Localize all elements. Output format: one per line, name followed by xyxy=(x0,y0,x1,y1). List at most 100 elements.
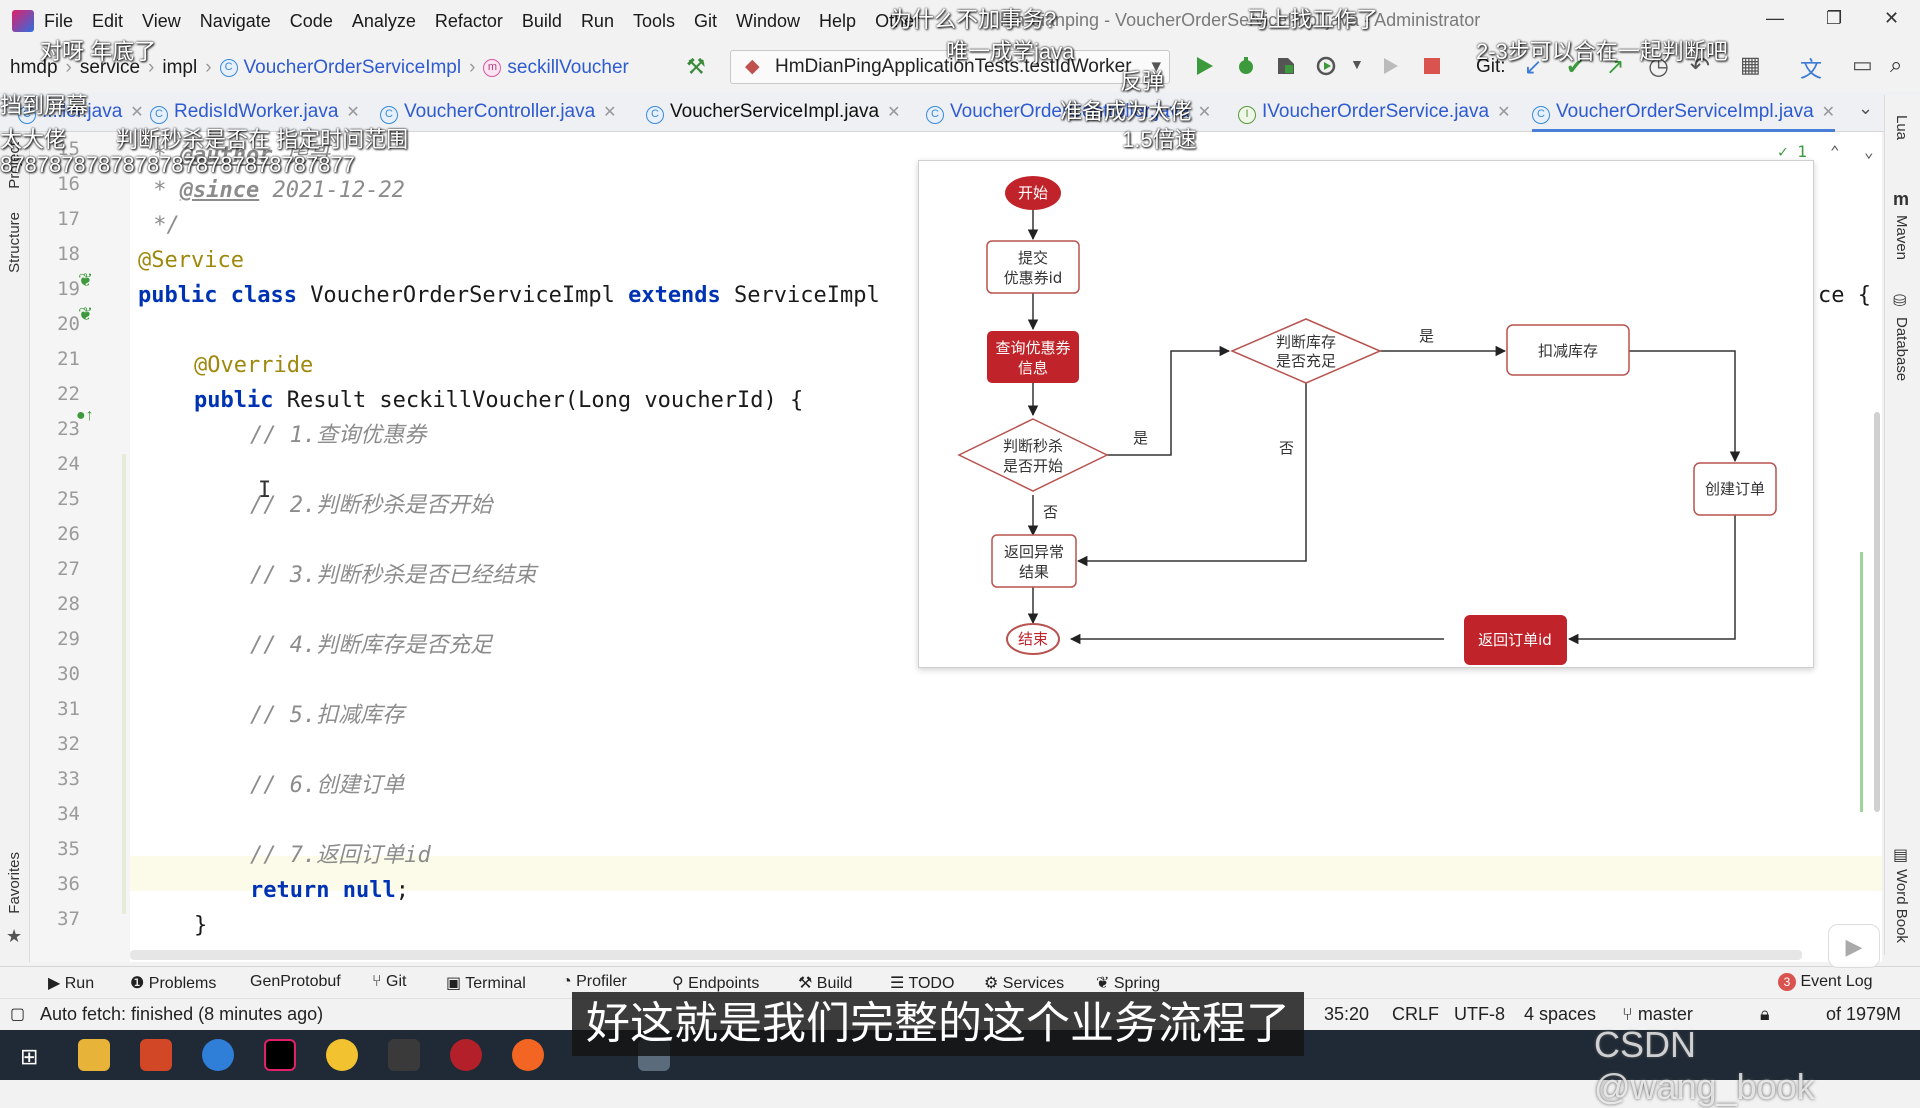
redis-client-icon[interactable] xyxy=(450,1039,482,1071)
minimize-icon[interactable]: — xyxy=(1766,8,1784,28)
run-config-selector[interactable]: ◆ HmDianPingApplicationTests.testIdWorke… xyxy=(730,50,1170,84)
panel-lua[interactable]: Lua xyxy=(1893,115,1910,141)
spring-bean-icon[interactable]: ❦ xyxy=(78,304,94,324)
menu-refactor[interactable]: Refactor xyxy=(434,10,503,31)
menu-view[interactable]: View xyxy=(142,10,181,31)
rerun-icon[interactable] xyxy=(1378,54,1402,78)
close-icon[interactable]: ✕ xyxy=(130,104,144,121)
powerpoint-icon[interactable] xyxy=(140,1039,172,1071)
panel-structure[interactable]: Structure xyxy=(6,212,23,273)
menu-analyze[interactable]: Analyze xyxy=(351,10,416,31)
restore-icon[interactable]: ❐ xyxy=(1826,8,1843,28)
tab-controller[interactable]: C...ller.java✕ xyxy=(18,92,144,132)
menu-file[interactable]: File xyxy=(44,10,74,31)
tool-todo[interactable]: ☰ TODO xyxy=(890,975,955,992)
tool-event-log[interactable]: 3 Event Log xyxy=(1778,973,1873,991)
vertical-scrollbar[interactable] xyxy=(1874,412,1880,812)
menu-build[interactable]: Build xyxy=(521,10,562,31)
caret-position[interactable]: 35:20 xyxy=(1324,1004,1370,1024)
windows-start-icon[interactable]: ⊞ xyxy=(20,1044,39,1069)
breadcrumb-hmdp[interactable]: hmdp xyxy=(10,57,58,78)
implements-method-icon[interactable]: ●↑ xyxy=(76,407,94,424)
profile-icon[interactable] xyxy=(1314,54,1338,78)
git-update-icon[interactable]: ↙ xyxy=(1524,54,1543,79)
translate-icon[interactable]: 文 xyxy=(1800,57,1823,82)
close-icon[interactable]: ✕ xyxy=(603,104,617,121)
file-explorer-icon[interactable] xyxy=(78,1039,110,1071)
intellij-taskbar-icon[interactable] xyxy=(264,1039,296,1071)
inspection-widget[interactable]: ✓ 1 xyxy=(1778,142,1807,161)
git-branch[interactable]: ⑂ master xyxy=(1622,1004,1693,1024)
panel-database[interactable]: Database xyxy=(1893,317,1910,382)
close-window-icon[interactable]: ✕ xyxy=(1884,8,1900,28)
menu-window[interactable]: Window xyxy=(736,10,801,31)
tool-profiler[interactable]: ◔ Profiler xyxy=(562,973,627,990)
panel-favorites[interactable]: Favorites xyxy=(6,852,23,914)
tool-genprotobuf[interactable]: GenProtobuf xyxy=(250,973,341,990)
tool-spring[interactable]: ❦ Spring xyxy=(1096,975,1161,992)
memory-indicator[interactable]: of 1979M xyxy=(1826,1004,1902,1024)
tool-services[interactable]: ⚙ Services xyxy=(984,975,1065,992)
layout-icon[interactable]: ▭ xyxy=(1852,52,1873,77)
menu-other[interactable]: Other xyxy=(875,10,921,31)
tool-git[interactable]: ⑂ Git xyxy=(372,973,407,990)
menu-run[interactable]: Run xyxy=(580,10,614,31)
stop-icon[interactable] xyxy=(1420,54,1444,78)
tool-build[interactable]: ⚒ Build xyxy=(798,975,853,992)
debug-icon[interactable] xyxy=(1234,54,1258,78)
git-commit-icon[interactable]: ✔ xyxy=(1566,54,1585,79)
file-encoding[interactable]: UTF-8 xyxy=(1454,1004,1505,1024)
coverage-icon[interactable] xyxy=(1274,54,1298,78)
tool-terminal[interactable]: ▣ Terminal xyxy=(446,975,526,992)
close-icon[interactable]: ✕ xyxy=(346,104,360,121)
more-run-chevron-icon[interactable]: ▼ xyxy=(1350,56,1364,72)
close-icon[interactable]: ✕ xyxy=(1497,104,1511,121)
indent-setting[interactable]: 4 spaces xyxy=(1524,1004,1597,1024)
line-number: 34 xyxy=(57,803,80,825)
panel-maven[interactable]: Maven xyxy=(1893,215,1910,261)
tool-endpoints[interactable]: ⚲ Endpoints xyxy=(672,975,760,992)
breadcrumb-service[interactable]: service xyxy=(79,57,141,78)
postman-icon[interactable] xyxy=(512,1039,544,1071)
breadcrumb-impl[interactable]: impl xyxy=(162,57,198,78)
git-push-icon[interactable]: ↗ xyxy=(1606,54,1625,79)
panel-word-book[interactable]: Word Book xyxy=(1893,869,1910,943)
build-hammer-icon[interactable]: ⚒ xyxy=(686,54,706,79)
tool-problems[interactable]: ❶ Problems xyxy=(130,975,217,992)
chevron-down-icon[interactable]: ⌄ xyxy=(1864,142,1874,161)
search-icon[interactable]: ⌕ xyxy=(1890,52,1903,77)
tabs-overflow-chevron-icon[interactable]: ⌄ xyxy=(1858,98,1874,118)
close-icon[interactable]: ✕ xyxy=(887,104,901,121)
menu-tools[interactable]: Tools xyxy=(632,10,675,31)
edge-browser-icon[interactable] xyxy=(202,1039,234,1071)
status-toggle-icon[interactable]: ▢ xyxy=(10,1006,26,1023)
line-separator[interactable]: CRLF xyxy=(1392,1004,1440,1024)
close-icon[interactable]: ✕ xyxy=(1821,104,1836,121)
chevron-up-icon[interactable]: ⌃ xyxy=(1830,142,1840,161)
chrome-icon[interactable] xyxy=(326,1039,358,1071)
terminal-icon[interactable] xyxy=(388,1039,420,1071)
spring-bean-icon[interactable]: ❦ xyxy=(78,270,94,290)
run-icon[interactable] xyxy=(1192,54,1216,78)
menu-edit[interactable]: Edit xyxy=(92,10,124,31)
menu-navigate[interactable]: Navigate xyxy=(199,10,271,31)
menu-git[interactable]: Git xyxy=(694,10,718,31)
close-icon[interactable]: ✕ xyxy=(1197,104,1212,121)
menu-code[interactable]: Code xyxy=(289,10,333,31)
horizontal-scrollbar[interactable] xyxy=(130,950,1802,960)
rollback-icon[interactable]: ↶ xyxy=(1690,53,1711,80)
video-play-icon[interactable]: ▶ xyxy=(1828,924,1880,968)
tool-run[interactable]: ▶ Run xyxy=(48,975,95,992)
project-structure-icon[interactable]: ▦ xyxy=(1740,52,1761,77)
lock-icon[interactable]: 🔒︎ xyxy=(1760,1004,1770,1024)
history-icon[interactable]: ◷ xyxy=(1648,53,1669,80)
menu-help[interactable]: Help xyxy=(819,10,857,31)
